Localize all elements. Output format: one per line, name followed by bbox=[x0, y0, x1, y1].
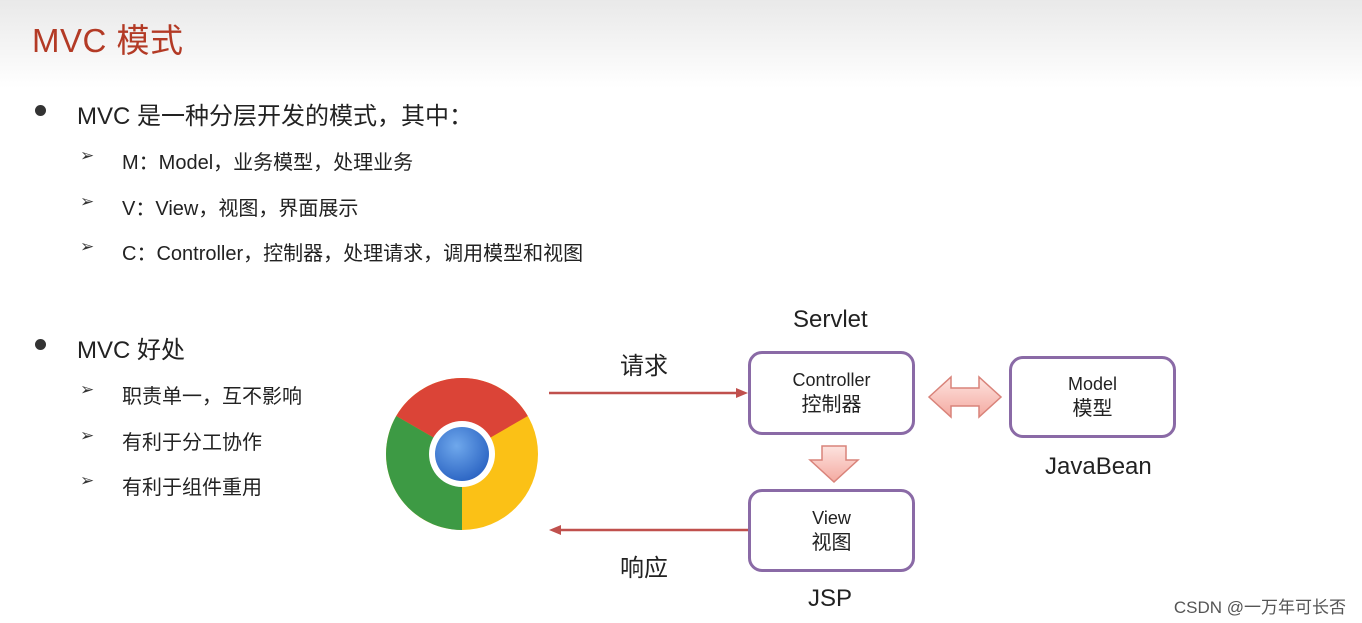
view-node-label-en: View bbox=[812, 507, 851, 528]
arrow-bullet-icon: ➢ bbox=[80, 192, 95, 211]
arrow-bullet-icon: ➢ bbox=[80, 471, 95, 490]
model-node-label-zh: 模型 bbox=[1072, 398, 1113, 420]
model-node: Model 模型 bbox=[1009, 356, 1176, 438]
controller-node-label-zh: 控制器 bbox=[801, 394, 862, 416]
sub-item-view: ➢ V：View，视图，界面展示 bbox=[80, 192, 359, 221]
bullet-mvc-benefits: MVC 好处 bbox=[35, 330, 185, 365]
controller-view-down-arrow bbox=[808, 445, 860, 484]
sub-item-text: C：Controller，控制器，处理请求，调用模型和视图 bbox=[122, 243, 584, 265]
bullet-dot bbox=[35, 105, 46, 116]
arrow-bullet-icon: ➢ bbox=[80, 146, 95, 165]
sub-item-text: M：Model，业务模型，处理业务 bbox=[122, 152, 414, 174]
sub-item-controller: ➢ C：Controller，控制器，处理请求，调用模型和视图 bbox=[80, 237, 584, 266]
chrome-browser-icon bbox=[386, 378, 538, 530]
response-label: 响应 bbox=[620, 555, 668, 582]
servlet-label: Servlet bbox=[793, 306, 868, 333]
sub-item-text: V：View，视图，界面展示 bbox=[122, 198, 359, 220]
page-title: MVC 模式 bbox=[32, 22, 184, 59]
jsp-label: JSP bbox=[808, 585, 853, 612]
view-node-label-zh: 视图 bbox=[811, 531, 852, 554]
sub-item-model: ➢ M：Model，业务模型，处理业务 bbox=[80, 146, 414, 175]
sub-item-text: 有利于分工协作 bbox=[122, 432, 262, 454]
sub-item-reuse: ➢ 有利于组件重用 bbox=[80, 471, 262, 500]
sub-item-text: 有利于组件重用 bbox=[122, 477, 262, 499]
view-node: View 视图 bbox=[748, 489, 915, 572]
bullet-text: MVC 是一种分层开发的模式，其中： bbox=[77, 103, 473, 130]
sub-item-text: 职责单一，互不影响 bbox=[122, 386, 302, 408]
controller-model-double-arrow bbox=[927, 375, 1003, 419]
arrow-bullet-icon: ➢ bbox=[80, 380, 95, 399]
watermark: CSDN @一万年可长否 bbox=[1173, 598, 1346, 617]
request-label: 请求 bbox=[620, 353, 668, 380]
request-arrow bbox=[549, 388, 748, 398]
header-band bbox=[0, 0, 1362, 88]
controller-node: Controller 控制器 bbox=[748, 351, 915, 435]
controller-node-label-en: Controller bbox=[792, 370, 871, 390]
sub-item-collaboration: ➢ 有利于分工协作 bbox=[80, 426, 262, 455]
arrow-bullet-icon: ➢ bbox=[80, 237, 95, 256]
arrow-bullet-icon: ➢ bbox=[80, 426, 95, 445]
bullet-text: MVC 好处 bbox=[77, 337, 185, 364]
response-arrow bbox=[549, 525, 748, 535]
bullet-mvc-definition: MVC 是一种分层开发的模式，其中： bbox=[35, 96, 473, 131]
javabean-label: JavaBean bbox=[1045, 453, 1152, 480]
sub-item-single-responsibility: ➢ 职责单一，互不影响 bbox=[80, 380, 302, 409]
model-node-label-en: Model bbox=[1067, 374, 1118, 394]
bullet-dot bbox=[35, 339, 46, 350]
